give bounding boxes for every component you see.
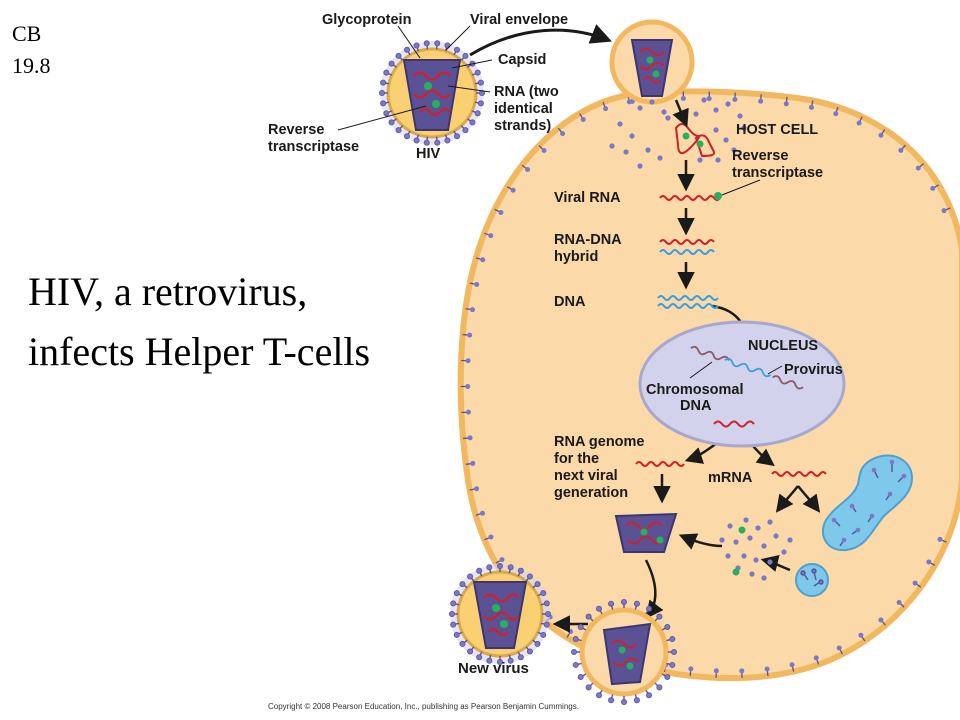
budding-virus	[579, 607, 669, 697]
vesicle-glycoproteins	[800, 568, 824, 587]
transcribed-rna	[713, 420, 755, 428]
endoplasmic-reticulum	[821, 454, 914, 552]
rna-genome-label-line-3: next viral	[554, 468, 618, 484]
viral-rna-strand	[659, 195, 721, 201]
er-glycoproteins	[831, 459, 907, 547]
chromosomal-dna-strand-1	[690, 345, 730, 361]
reverse-transcriptase-host-label-line-2: transcriptase	[732, 165, 823, 181]
rna-label-line-3: strands)	[494, 118, 551, 134]
rna-genome-strand	[635, 461, 685, 467]
viral-protein-dots	[719, 517, 793, 581]
reverse-transcriptase-enzyme	[714, 192, 722, 200]
reverse-transcriptase-host-label-line-1: Reverse	[732, 148, 788, 164]
rna-label-line-1: RNA (two	[494, 84, 559, 100]
new-virus-envelope-spikes	[448, 563, 552, 666]
viral-dna-strand-2	[657, 303, 719, 309]
assembled-capsid	[614, 512, 678, 553]
nucleus-label: NUCLEUS	[748, 338, 818, 354]
rna-genome-label-line-2: for the	[554, 451, 599, 467]
rna-label-line-2: identical	[494, 101, 553, 117]
slide-reference-number: 19.8	[12, 53, 51, 78]
rna-dna-hybrid-label-line-1: RNA-DNA	[554, 232, 622, 248]
provirus-strand	[724, 357, 771, 378]
host-cell-label: HOST CELL	[736, 122, 818, 138]
infection-arrow	[469, 24, 612, 57]
transport-vesicle	[795, 563, 829, 597]
hiv-particle	[380, 41, 484, 145]
chromosomal-dna-label-line-2: DNA	[680, 398, 712, 414]
new-virus-particle	[450, 564, 550, 664]
viral-envelope-label: Viral envelope	[470, 12, 568, 28]
slide-reference-code: CB	[12, 21, 42, 46]
hybrid-rna-strand	[659, 239, 715, 245]
chromosomal-dna-label-line-1: Chromosomal	[646, 382, 744, 398]
budding-virus-glycoproteins	[571, 599, 678, 706]
copyright-notice: Copyright © 2008 Pearson Education, Inc.…	[268, 702, 579, 711]
dna-label: DNA	[554, 294, 586, 310]
provirus-label: Provirus	[784, 362, 843, 378]
hiv-label-leaders	[337, 25, 493, 131]
nucleus	[638, 320, 846, 448]
assembly-enzyme-1	[738, 526, 746, 534]
rna-genome-label-line-1: RNA genome	[554, 434, 645, 450]
slide-reference: CB 19.8	[12, 18, 51, 82]
hybrid-dna-strand	[659, 249, 715, 255]
glycoprotein-label: Glycoprotein	[322, 12, 411, 28]
rna-dna-hybrid-label-line-2: hybrid	[554, 249, 598, 265]
viral-dna-strand-1	[657, 295, 719, 301]
reverse-transcriptase-label-line-2: transcriptase	[268, 139, 359, 155]
capsid-protein-dots	[609, 97, 747, 169]
mrna-strand	[771, 471, 827, 477]
capsid-label: Capsid	[498, 52, 546, 68]
slide-title-line-2: infects Helper T-cells	[28, 329, 371, 374]
slide-title-line-1: HIV, a retrovirus,	[28, 269, 308, 314]
hiv-label: HIV	[416, 146, 441, 162]
viral-rna-label: Viral RNA	[554, 190, 621, 206]
rna-genome-label-line-4: generation	[554, 485, 628, 501]
chromosomal-dna-strand-2	[772, 375, 804, 390]
hiv-envelope-spikes	[378, 40, 485, 146]
assembly-enzyme-2	[732, 568, 740, 576]
new-virus-label: New virus	[458, 660, 529, 677]
reverse-transcriptase-label-line-1: Reverse	[268, 122, 324, 138]
entering-virus	[609, 19, 695, 105]
mrna-label: mRNA	[708, 470, 753, 486]
slide-title: HIV, a retrovirus, infects Helper T-cell…	[28, 262, 370, 382]
